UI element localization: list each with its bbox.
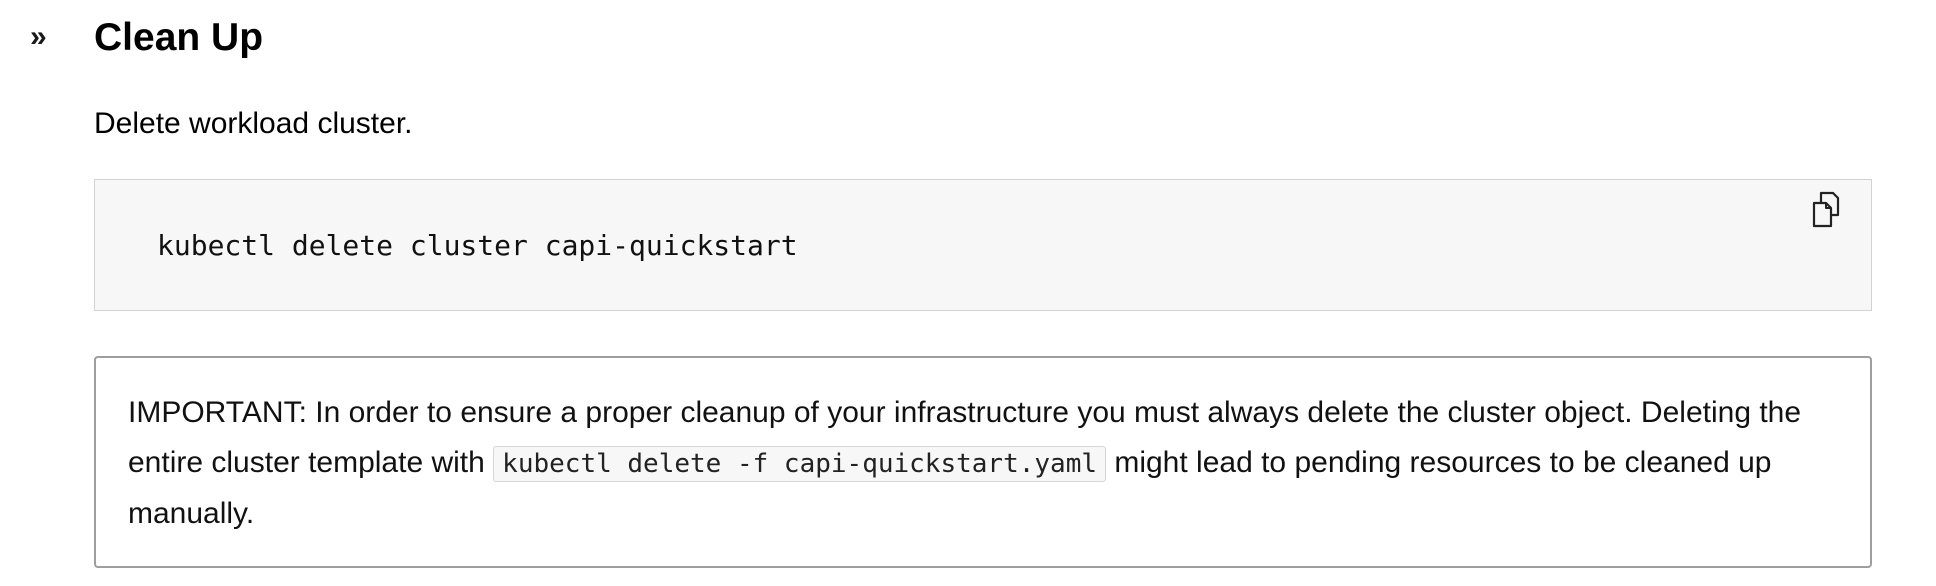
intro-text: Delete workload cluster.	[94, 107, 413, 140]
note-text: IMPORTANT: In order to ensure a proper c…	[128, 388, 1828, 539]
note-text-after: might lead to pending resources to be cl…	[128, 446, 1772, 530]
inline-code-command[interactable]: kubectl delete -f capi-quickstart.yaml	[493, 446, 1106, 482]
copy-button[interactable]	[1811, 190, 1851, 230]
page-title: Clean Up	[94, 16, 264, 59]
code-block: kubectl delete cluster capi-quickstart	[94, 179, 1872, 311]
copy-icon	[1812, 191, 1840, 228]
code-command[interactable]: kubectl delete cluster capi-quickstart	[157, 229, 798, 262]
heading-anchor-link[interactable]: »	[30, 20, 47, 53]
important-note: IMPORTANT: In order to ensure a proper c…	[94, 356, 1872, 568]
note-text-before: IMPORTANT: In order to ensure a proper c…	[128, 396, 1802, 479]
section-heading: » Clean Up	[0, 12, 1936, 68]
